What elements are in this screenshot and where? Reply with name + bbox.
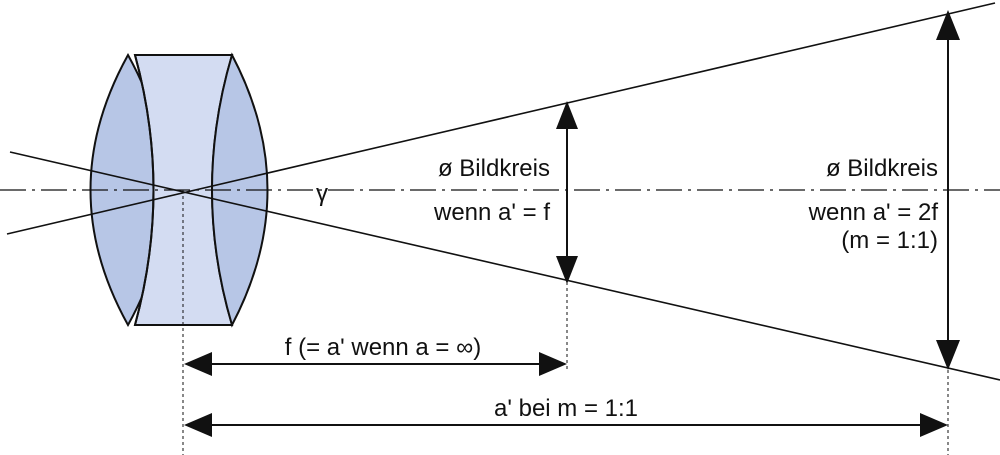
image-circle-arrow-f (556, 101, 578, 284)
upper-ray (6, 2, 996, 235)
middle-element-edge (134, 54, 155, 326)
lower-ray (9, 151, 1000, 381)
image-circle-label-f-1: ø Bildkreis (438, 155, 550, 182)
image-circle-label-2f-2: wenn a' = 2f (808, 199, 939, 226)
image-circle-arrow-2f (936, 10, 960, 370)
image-distance-dimension (184, 413, 948, 437)
image-distance-label: a' bei m = 1:1 (494, 395, 638, 422)
gamma-label: γ (316, 180, 328, 207)
focal-length-label: f (= a' wenn a = ∞) (285, 334, 481, 361)
image-circle-label-2f-1: ø Bildkreis (826, 155, 938, 182)
focal-length-dimension (184, 352, 567, 376)
image-circle-label-f-2: wenn a' = f (433, 199, 550, 226)
image-circle-label-2f-3: (m = 1:1) (841, 227, 938, 254)
